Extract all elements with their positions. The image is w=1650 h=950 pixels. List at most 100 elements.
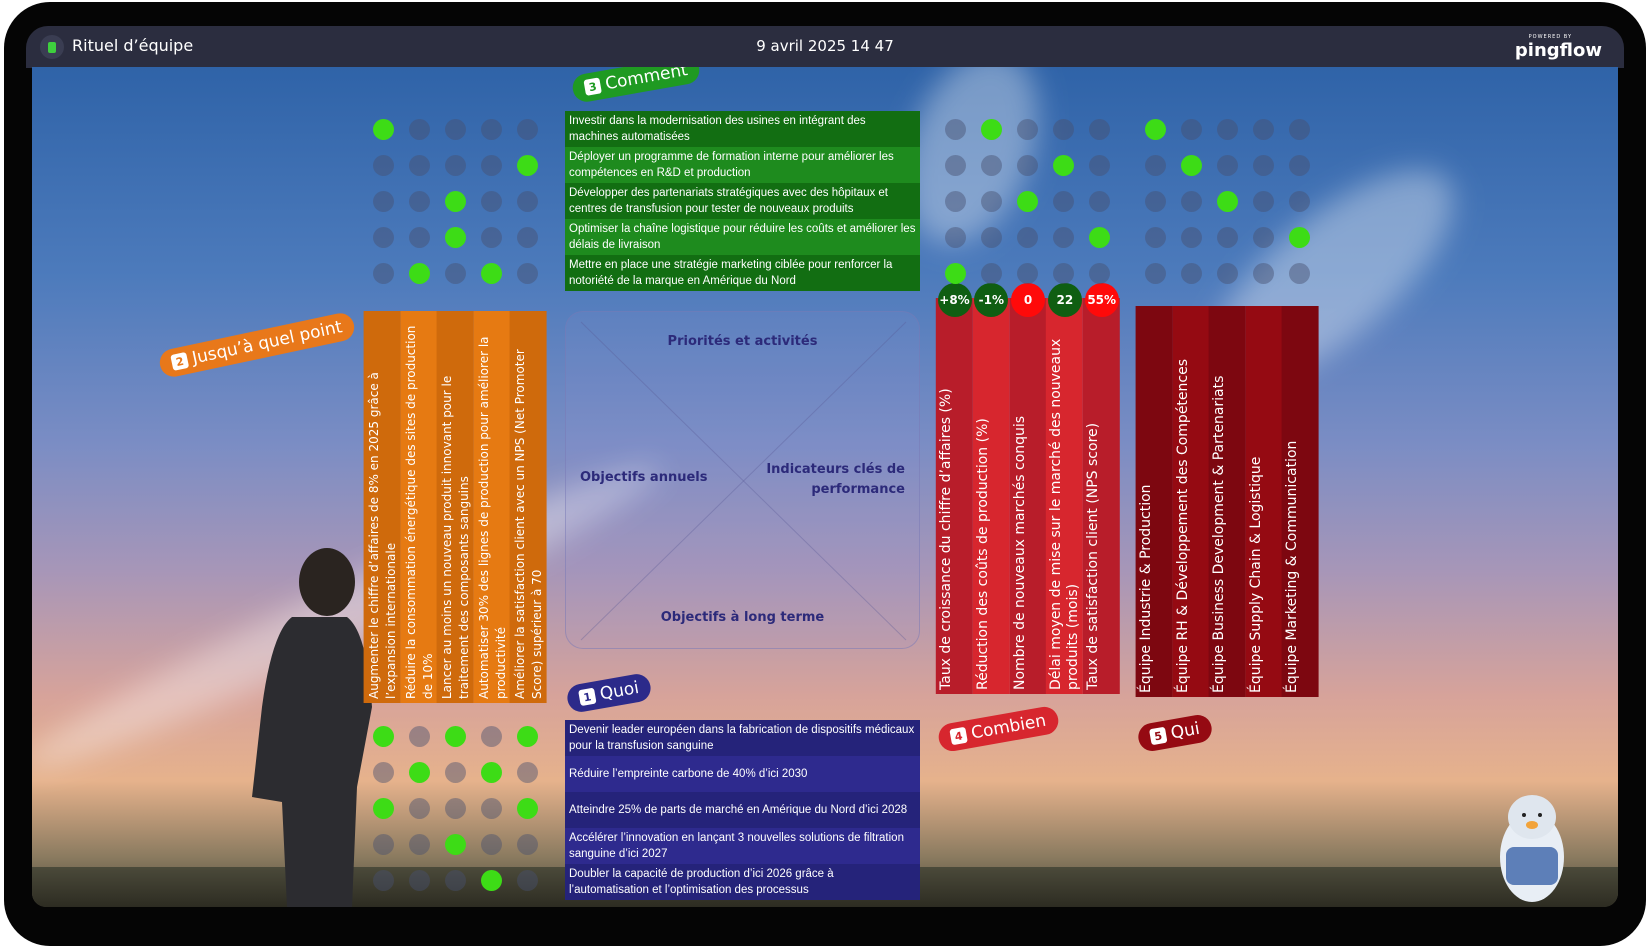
matrix-dot[interactable] — [445, 191, 466, 212]
matrix-dot[interactable] — [445, 263, 466, 284]
matrix-dot[interactable] — [1017, 191, 1038, 212]
matrix-dot[interactable] — [1253, 119, 1274, 140]
matrix-dot[interactable] — [517, 155, 538, 176]
matrix-dot[interactable] — [1053, 155, 1074, 176]
matrix-dot[interactable] — [481, 798, 502, 819]
matrix-dot[interactable] — [409, 726, 430, 747]
matrix-dot[interactable] — [481, 870, 502, 891]
matrix-dot[interactable] — [981, 191, 1002, 212]
matrix-dot[interactable] — [1089, 227, 1110, 248]
matrix-dot[interactable] — [373, 726, 394, 747]
matrix-dot[interactable] — [1181, 227, 1202, 248]
matrix-dot[interactable] — [445, 870, 466, 891]
matrix-dot[interactable] — [517, 726, 538, 747]
matrix-dot[interactable] — [1289, 119, 1310, 140]
matrix-dot[interactable] — [517, 762, 538, 783]
matrix-dot[interactable] — [409, 119, 430, 140]
matrix-dot[interactable] — [409, 263, 430, 284]
matrix-dot[interactable] — [481, 726, 502, 747]
matrix-dot[interactable] — [373, 119, 394, 140]
matrix-dot[interactable] — [517, 191, 538, 212]
matrix-dot[interactable] — [1053, 191, 1074, 212]
matrix-dot[interactable] — [373, 263, 394, 284]
matrix-dot[interactable] — [445, 155, 466, 176]
matrix-dot[interactable] — [1089, 155, 1110, 176]
matrix-dot[interactable] — [445, 227, 466, 248]
matrix-dot[interactable] — [1217, 263, 1238, 284]
matrix-dot[interactable] — [1145, 263, 1166, 284]
matrix-dot[interactable] — [445, 798, 466, 819]
matrix-dot[interactable] — [481, 263, 502, 284]
matrix-dot[interactable] — [517, 798, 538, 819]
matrix-dot[interactable] — [945, 119, 966, 140]
matrix-dot[interactable] — [981, 119, 1002, 140]
matrix-dot[interactable] — [409, 762, 430, 783]
matrix-dot[interactable] — [481, 227, 502, 248]
matrix-dot[interactable] — [1145, 119, 1166, 140]
matrix-dot[interactable] — [1089, 119, 1110, 140]
matrix-dot[interactable] — [1181, 263, 1202, 284]
matrix-dot[interactable] — [981, 263, 1002, 284]
matrix-dot[interactable] — [981, 155, 1002, 176]
matrix-dot[interactable] — [1053, 263, 1074, 284]
matrix-dot[interactable] — [373, 155, 394, 176]
matrix-dot[interactable] — [1145, 155, 1166, 176]
matrix-dot[interactable] — [1289, 191, 1310, 212]
matrix-dot[interactable] — [373, 227, 394, 248]
matrix-dot[interactable] — [481, 834, 502, 855]
matrix-dot[interactable] — [1017, 155, 1038, 176]
matrix-dot[interactable] — [1253, 263, 1274, 284]
matrix-dot[interactable] — [1289, 227, 1310, 248]
matrix-dot[interactable] — [1145, 191, 1166, 212]
matrix-dot[interactable] — [1289, 263, 1310, 284]
matrix-dot[interactable] — [481, 191, 502, 212]
matrix-dot[interactable] — [409, 798, 430, 819]
matrix-dot[interactable] — [1217, 119, 1238, 140]
matrix-dot[interactable] — [1145, 227, 1166, 248]
matrix-dot[interactable] — [1017, 119, 1038, 140]
matrix-dot[interactable] — [1089, 263, 1110, 284]
matrix-dot[interactable] — [1053, 227, 1074, 248]
matrix-dot[interactable] — [1181, 191, 1202, 212]
matrix-dot[interactable] — [1217, 191, 1238, 212]
matrix-dot[interactable] — [945, 191, 966, 212]
matrix-dot[interactable] — [517, 263, 538, 284]
matrix-dot[interactable] — [481, 762, 502, 783]
matrix-dot[interactable] — [373, 798, 394, 819]
matrix-dot[interactable] — [1089, 191, 1110, 212]
matrix-dot[interactable] — [481, 155, 502, 176]
matrix-dot[interactable] — [373, 870, 394, 891]
matrix-dot[interactable] — [373, 191, 394, 212]
matrix-dot[interactable] — [517, 119, 538, 140]
matrix-dot[interactable] — [1253, 227, 1274, 248]
matrix-dot[interactable] — [517, 227, 538, 248]
matrix-dot[interactable] — [373, 762, 394, 783]
matrix-dot[interactable] — [445, 834, 466, 855]
matrix-dot[interactable] — [373, 834, 394, 855]
matrix-dot[interactable] — [1017, 263, 1038, 284]
matrix-dot[interactable] — [1017, 227, 1038, 248]
matrix-dot[interactable] — [409, 834, 430, 855]
matrix-dot[interactable] — [445, 119, 466, 140]
matrix-dot[interactable] — [409, 227, 430, 248]
matrix-dot[interactable] — [517, 834, 538, 855]
matrix-dot[interactable] — [1217, 227, 1238, 248]
matrix-dot[interactable] — [481, 119, 502, 140]
matrix-dot[interactable] — [1289, 155, 1310, 176]
matrix-dot[interactable] — [517, 870, 538, 891]
matrix-dot[interactable] — [409, 155, 430, 176]
app-logo-icon[interactable] — [40, 35, 64, 59]
matrix-dot[interactable] — [409, 870, 430, 891]
matrix-dot[interactable] — [1217, 155, 1238, 176]
matrix-dot[interactable] — [445, 762, 466, 783]
matrix-dot[interactable] — [945, 227, 966, 248]
matrix-dot[interactable] — [445, 726, 466, 747]
matrix-dot[interactable] — [1053, 119, 1074, 140]
matrix-dot[interactable] — [981, 227, 1002, 248]
matrix-dot[interactable] — [1253, 191, 1274, 212]
matrix-dot[interactable] — [1181, 119, 1202, 140]
matrix-dot[interactable] — [1253, 155, 1274, 176]
matrix-dot[interactable] — [1181, 155, 1202, 176]
matrix-dot[interactable] — [409, 191, 430, 212]
matrix-dot[interactable] — [945, 155, 966, 176]
